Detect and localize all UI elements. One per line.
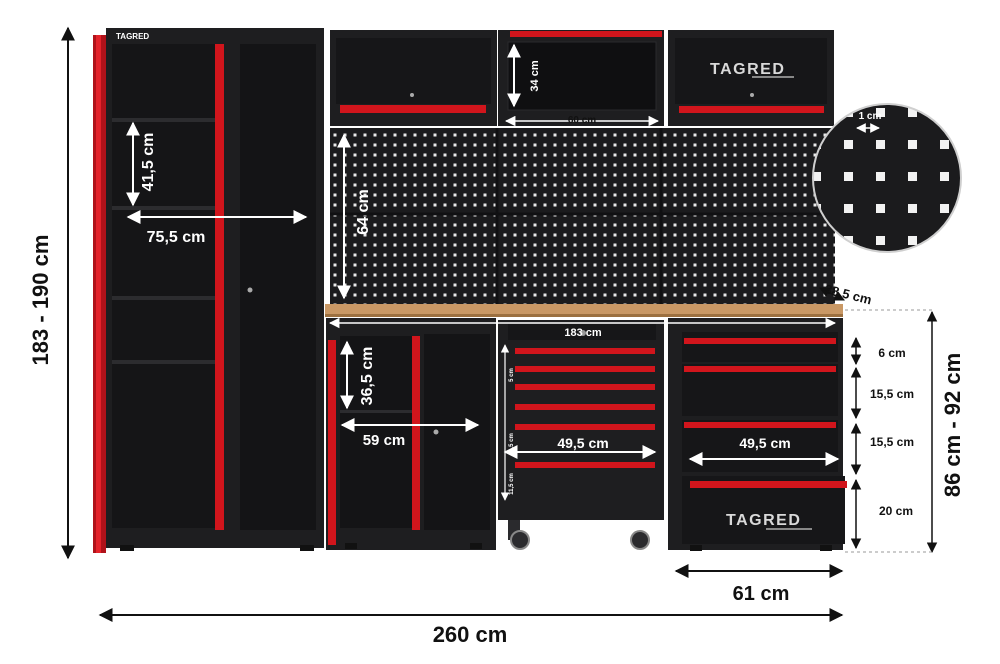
label-tall-shelf-gap: 41,5 cm <box>140 133 157 192</box>
label-drawer3: 15,5 cm <box>870 435 914 449</box>
tool-trolley <box>498 320 664 550</box>
label-bench-height: 86 cm - 92 cm <box>940 353 965 497</box>
label-low-cab-width: 59 cm <box>363 432 406 449</box>
label-trolley-mid: 11,5 cm <box>509 433 515 455</box>
caster-wheel <box>510 530 530 550</box>
lock-icon <box>247 287 253 293</box>
label-overall-height: 183 - 190 cm <box>28 235 53 366</box>
label-wall-box-height: 34 cm <box>529 60 541 91</box>
label-drawer-cab-depth: 61 cm <box>733 583 790 605</box>
brand-logo-drawer: TAGRED <box>726 512 801 529</box>
wooden-worktop <box>325 304 843 315</box>
label-wall-box-width: 60 cm <box>568 115 596 126</box>
label-trolley-width: 49,5 cm <box>557 435 608 451</box>
label-drawer-cab-width: 49,5 cm <box>739 435 790 451</box>
label-drawer2: 15,5 cm <box>870 387 914 401</box>
tall-door-right <box>240 44 316 530</box>
shelf <box>112 206 222 210</box>
shelf <box>112 118 222 122</box>
tall-door-strip <box>215 44 224 530</box>
label-worktop-width: 183 cm <box>564 327 602 339</box>
label-drawer4: 20 cm <box>879 504 913 518</box>
dimension-labels: 183 - 190 cm 260 cm 86 cm - 92 cm 61 cm … <box>28 60 965 647</box>
tall-cabinet: TAGRED <box>93 28 324 553</box>
label-trolley-base: 11,5 cm <box>509 473 515 495</box>
label-low-cab-height: 36,5 cm <box>359 347 376 406</box>
drawer-cabinet: TAGRED <box>668 318 847 551</box>
pegboard-panel <box>330 128 835 304</box>
label-pegboard-height: 64 cm <box>355 189 372 234</box>
lower-cabinet <box>326 318 496 550</box>
shelf <box>112 360 222 364</box>
brand-logo-wall: TAGRED <box>710 61 785 78</box>
label-overall-width: 260 cm <box>433 622 508 647</box>
label-trolley-small: 5 cm <box>509 368 515 382</box>
caster-wheel <box>630 530 650 550</box>
label-drawer1: 6 cm <box>878 346 905 360</box>
brand-logo-tall: TAGRED <box>116 32 149 41</box>
wall-cabinets: TAGRED <box>330 30 834 126</box>
label-hole-spacing: 1 cm <box>859 111 882 122</box>
shelf <box>112 296 222 300</box>
label-tall-width: 75,5 cm <box>147 229 206 246</box>
dimension-lines <box>61 26 938 622</box>
pegboard-zoom-detail <box>812 103 962 253</box>
pegboard <box>330 128 835 304</box>
